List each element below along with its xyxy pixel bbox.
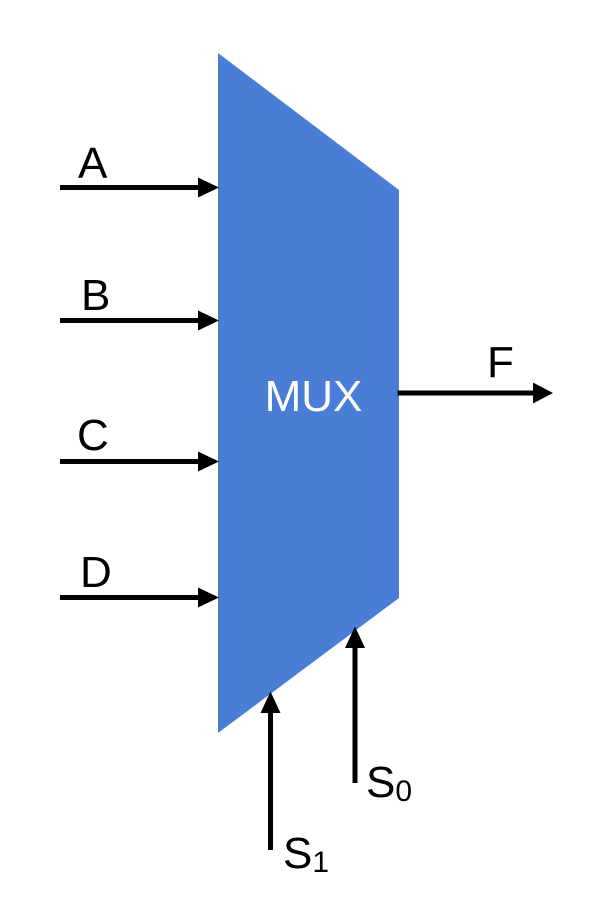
select-label-s0: S0 xyxy=(366,758,412,808)
select-label-s1-base: S xyxy=(283,829,312,878)
input-label-b: B xyxy=(81,271,110,320)
input-label-a: A xyxy=(78,139,108,188)
select-arrow-s0-head xyxy=(345,626,365,648)
input-arrow-d-head xyxy=(198,587,219,608)
input-arrow-c xyxy=(60,451,219,472)
select-label-s0-subscript: 0 xyxy=(395,775,412,808)
output-arrow-f xyxy=(397,382,553,404)
input-arrow-c-head xyxy=(198,451,219,472)
input-label-c: C xyxy=(77,411,109,460)
select-label-s1: S1 xyxy=(283,829,329,879)
input-arrow-b xyxy=(60,310,219,331)
select-arrow-s1-head xyxy=(260,691,281,713)
input-arrow-a xyxy=(60,177,219,198)
input-arrow-d xyxy=(60,587,219,608)
select-label-s0-base: S xyxy=(366,758,395,807)
output-arrow-f-head xyxy=(533,382,553,404)
select-label-s1-subscript: 1 xyxy=(312,846,329,879)
input-label-d: D xyxy=(80,548,112,597)
output-label-f: F xyxy=(487,338,514,387)
mux-label: MUX xyxy=(265,372,363,421)
input-arrow-b-head xyxy=(198,310,219,331)
mux-body-shape xyxy=(218,53,399,733)
select-arrow-s0 xyxy=(345,626,365,783)
select-arrow-s1 xyxy=(260,691,281,850)
input-arrow-a-head xyxy=(198,177,219,198)
